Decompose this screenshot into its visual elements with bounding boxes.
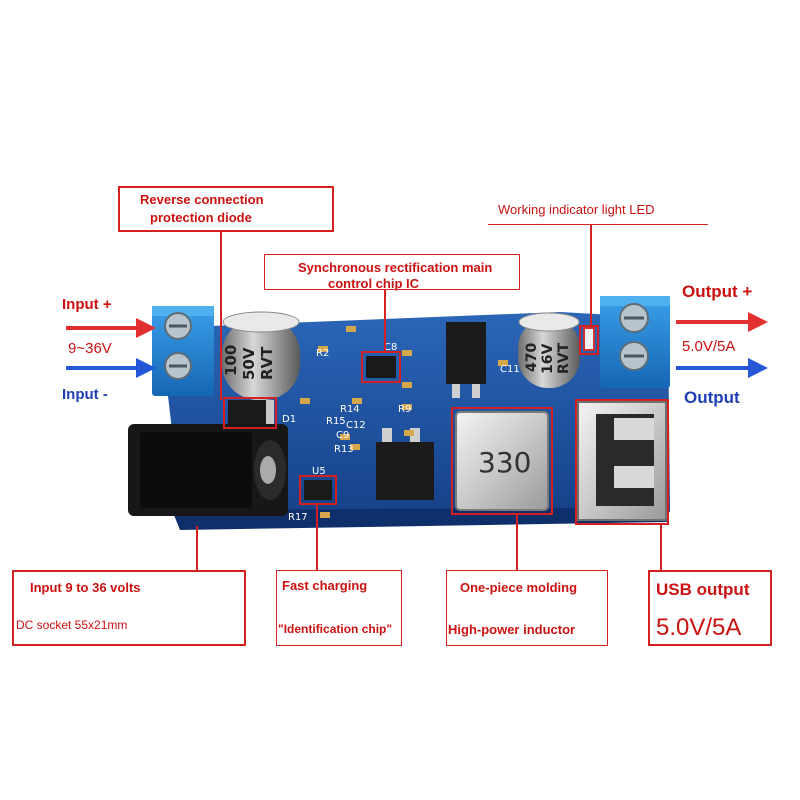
- led-label: Working indicator light LED: [498, 202, 655, 217]
- svg-text:R9: R9: [398, 404, 411, 415]
- svg-text:330: 330: [478, 446, 531, 479]
- input-plus-arrow: [66, 318, 156, 338]
- svg-text:16V: 16V: [540, 344, 556, 374]
- svg-text:R15: R15: [326, 416, 346, 427]
- svg-text:50V: 50V: [240, 347, 258, 380]
- led-leader: [590, 224, 592, 328]
- input-capacitor: 100 50V RVT: [222, 311, 300, 400]
- smd-components: [300, 326, 508, 518]
- output-plus-arrow: [676, 312, 768, 332]
- svg-text:R14: R14: [340, 404, 360, 415]
- usb-port: [577, 401, 667, 521]
- svg-text:R2: R2: [316, 348, 329, 359]
- fast-charge-ic: [304, 480, 332, 500]
- usb-output-label-line2: 5.0V/5A: [656, 614, 742, 641]
- silkscreen-labels: R2 C8 D1 R15 C9 R13 U5 R17 C11 R14 R9 C1…: [282, 342, 520, 523]
- input-voltage-label: 9~36V: [68, 340, 112, 357]
- usb-output-label-box: [648, 570, 772, 646]
- usb-output-label-line1: USB output: [656, 580, 750, 599]
- svg-text:C8: C8: [384, 342, 397, 353]
- dc-socket-label-line2: DC socket 55x21mm: [16, 618, 128, 632]
- reverse-diode-leader: [220, 230, 222, 400]
- inductor-label-line2: High-power inductor: [448, 622, 576, 637]
- sync-chip-label-line1: Synchronous rectification main: [298, 260, 493, 275]
- mosfet-top: [446, 322, 486, 398]
- sync-chip-label-line2: control chip IC: [328, 276, 419, 291]
- fast-charging-label-line2: "Identification chip": [278, 622, 393, 636]
- output-plus-label: Output +: [682, 282, 753, 301]
- input-plus-label: Input +: [62, 296, 112, 313]
- input-terminal-block: [152, 306, 214, 396]
- fast-charging-leader: [316, 504, 318, 570]
- svg-text:100: 100: [222, 345, 240, 376]
- svg-text:U5: U5: [312, 466, 326, 477]
- svg-text:D1: D1: [282, 414, 296, 425]
- svg-text:C9: C9: [336, 430, 349, 441]
- output-minus-arrow: [676, 358, 768, 378]
- led-label-underline: [488, 224, 708, 225]
- output-capacitor: 470 16V RVT: [518, 312, 580, 388]
- output-terminal-block: [600, 296, 670, 388]
- svg-text:C11: C11: [500, 364, 520, 375]
- sync-chip-leader: [384, 290, 386, 352]
- reverse-diode-label-line2: protection diode: [150, 210, 252, 225]
- sync-chip-label-box: [264, 254, 520, 290]
- inductor-leader: [516, 514, 518, 570]
- svg-text:RVT: RVT: [258, 346, 276, 380]
- output-rating-label: 5.0V/5A: [682, 338, 736, 355]
- dc-jack: [128, 424, 288, 516]
- mosfet-bottom: [376, 428, 434, 500]
- reverse-diode-label-box: [118, 186, 334, 232]
- power-inductor: 330: [455, 411, 549, 511]
- svg-text:470: 470: [524, 343, 540, 372]
- svg-text:R17: R17: [288, 512, 308, 523]
- indicator-led: [583, 327, 595, 351]
- dc-socket-label-box: [12, 570, 246, 646]
- svg-text:C12: C12: [346, 420, 366, 431]
- inductor-label-box: [446, 570, 608, 646]
- dc-socket-label-line1: Input 9 to 36 volts: [30, 580, 141, 595]
- input-minus-arrow: [66, 358, 156, 378]
- fast-charging-label-box: [276, 570, 402, 646]
- dc-socket-leader: [196, 526, 198, 570]
- input-minus-label: Input -: [62, 386, 108, 403]
- reverse-diode-label-line1: Reverse connection: [140, 192, 264, 207]
- diode-d1: [228, 400, 274, 424]
- output-minus-label: Output: [684, 388, 740, 407]
- inductor-label-line1: One-piece molding: [460, 580, 578, 595]
- svg-text:RVT: RVT: [556, 342, 572, 374]
- svg-text:R13: R13: [334, 444, 354, 455]
- usb-output-leader: [660, 524, 662, 570]
- fast-charging-label-line1: Fast charging: [282, 578, 368, 593]
- controller-ic: [366, 356, 396, 378]
- component-highlights: [223, 325, 669, 525]
